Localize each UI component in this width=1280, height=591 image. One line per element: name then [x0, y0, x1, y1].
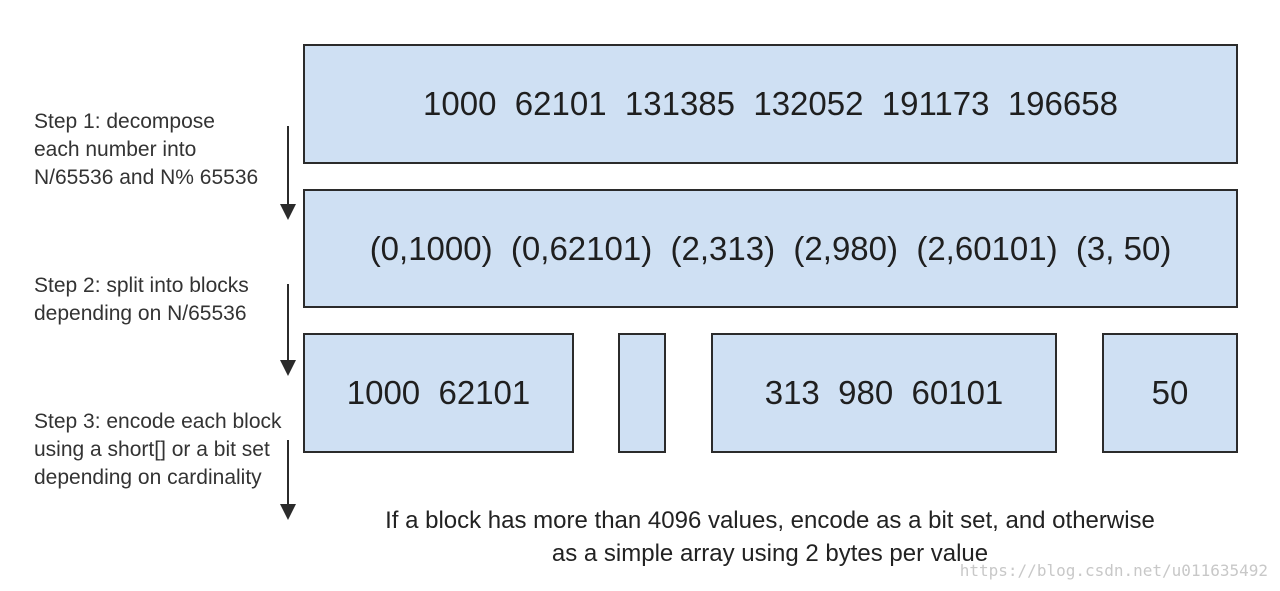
down-arrow-step-3 [280, 440, 296, 520]
step-3-label: Step 3: encode each block using a short[… [34, 410, 282, 489]
down-arrow-step-1 [280, 126, 296, 220]
block-1 [618, 333, 666, 453]
block-3: 50 [1102, 333, 1238, 453]
down-arrow-step-2 [280, 284, 296, 376]
pairs-row: (0,1000) (0,62101) (2,313) (2,980) (2,60… [303, 189, 1238, 308]
encoding-note-line-1: If a block has more than 4096 values, en… [385, 507, 1155, 534]
block-2: 313 980 60101 [711, 333, 1057, 453]
step-1-label: Step 1: decompose each number into N/655… [34, 110, 259, 189]
watermark: https://blog.csdn.net/u011635492 [959, 561, 1268, 580]
encoding-note: If a block has more than 4096 values, en… [300, 504, 1240, 570]
step-2-label: Step 2: split into blocks depending on N… [34, 274, 249, 325]
block-0: 1000 62101 [303, 333, 574, 453]
encoding-note-line-2: as a simple array using 2 bytes per valu… [551, 540, 989, 567]
numbers-row: 1000 62101 131385 132052 191173 196658 [303, 44, 1238, 164]
